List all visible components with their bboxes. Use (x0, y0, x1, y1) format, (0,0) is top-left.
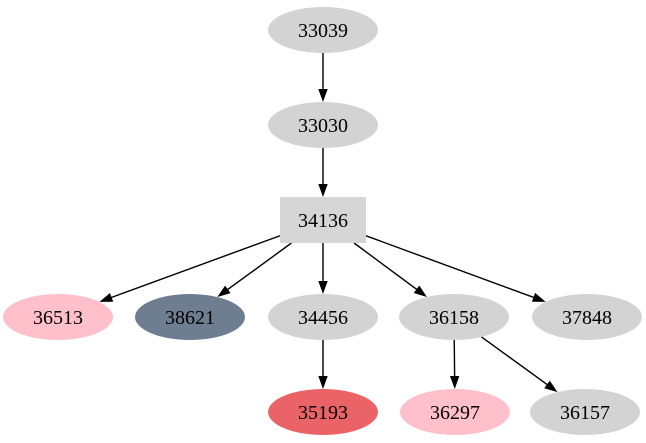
node-label: 36297 (430, 402, 480, 424)
node-label: 36157 (560, 402, 610, 424)
node-36158: 36158 (399, 294, 509, 340)
node-box-shape (280, 197, 366, 243)
arrowhead-icon (318, 89, 328, 102)
arrowhead-icon (217, 285, 231, 298)
edge-line (110, 235, 281, 299)
edge-line (353, 242, 418, 291)
node-ellipse-shape (268, 7, 378, 53)
arrowhead-icon (449, 375, 460, 390)
node-33030: 33030 (268, 102, 378, 148)
edge-line (481, 336, 549, 386)
edge-36158-36157 (481, 336, 558, 393)
node-label: 34136 (298, 210, 348, 232)
node-35193: 35193 (268, 389, 378, 435)
node-33039: 33039 (268, 7, 378, 53)
arrowhead-icon (318, 281, 328, 294)
node-36297: 36297 (400, 389, 510, 435)
node-label: 36513 (33, 307, 83, 329)
node-ellipse-shape (268, 389, 378, 435)
arrowhead-icon (544, 380, 558, 393)
node-36157: 36157 (530, 389, 640, 435)
node-label: 34456 (298, 307, 348, 329)
node-label: 36158 (429, 307, 479, 329)
node-ellipse-shape (532, 294, 642, 340)
node-label: 33030 (298, 115, 348, 137)
edge-33039-33030 (318, 53, 328, 102)
node-37848: 37848 (532, 294, 642, 340)
edge-34456-35193 (318, 340, 328, 389)
node-ellipse-shape (135, 294, 245, 340)
node-ellipse-shape (3, 294, 113, 340)
node-label: 38621 (165, 307, 215, 329)
node-label: 37848 (562, 307, 612, 329)
node-ellipse-shape (399, 294, 509, 340)
node-ellipse-shape (268, 294, 378, 340)
node-label: 35193 (298, 402, 348, 424)
node-36513: 36513 (3, 294, 113, 340)
arrowhead-icon (318, 376, 328, 389)
arrowhead-icon (531, 292, 546, 302)
edge-line (365, 235, 535, 299)
edge-34136-36513 (99, 235, 281, 302)
node-34136: 34136 (280, 197, 366, 243)
node-34456: 34456 (268, 294, 378, 340)
edge-33030-34136 (318, 148, 328, 197)
edge-line (226, 242, 292, 291)
edge-36158-36297 (449, 339, 460, 390)
node-ellipse-shape (268, 102, 378, 148)
arrowhead-icon (318, 184, 328, 197)
edge-34136-34456 (318, 243, 328, 294)
edge-34136-38621 (217, 242, 292, 298)
edge-34136-36158 (353, 242, 427, 297)
arrowhead-icon (99, 292, 114, 302)
node-ellipse-shape (530, 389, 640, 435)
edge-34136-37848 (365, 235, 546, 302)
node-label: 33039 (298, 20, 348, 42)
node-38621: 38621 (135, 294, 245, 340)
arrowhead-icon (413, 285, 427, 297)
node-ellipse-shape (400, 389, 510, 435)
